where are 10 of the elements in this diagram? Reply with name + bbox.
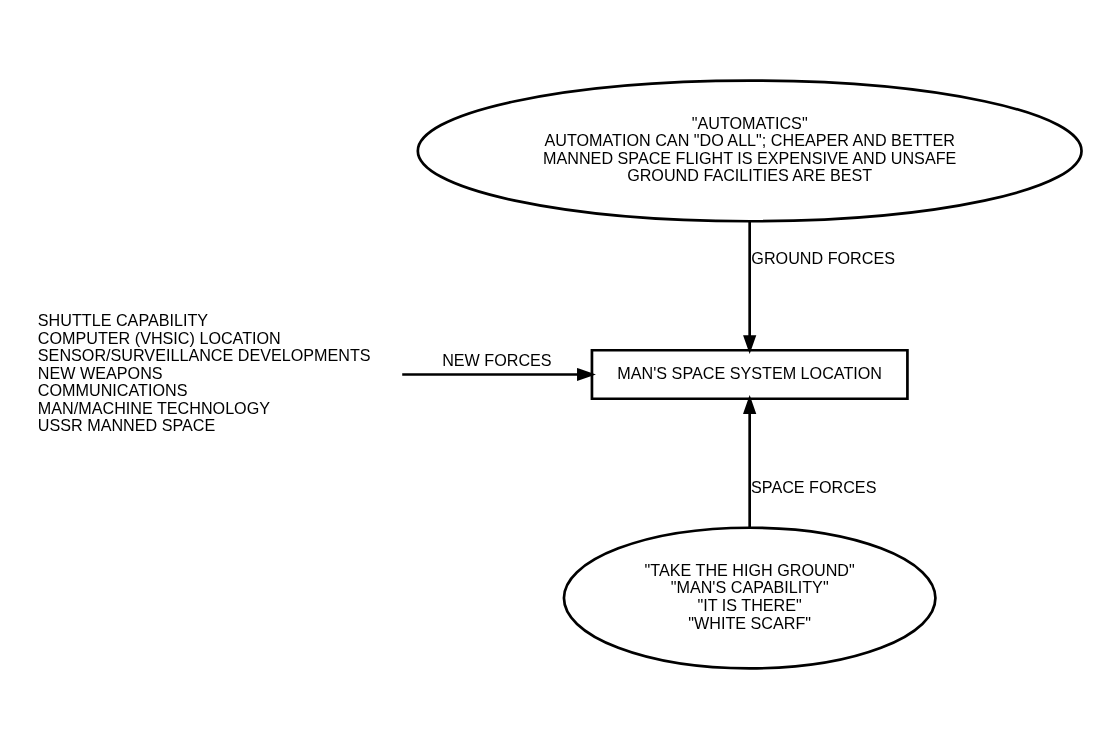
arrow <box>402 367 596 381</box>
node-text: SHUTTLE CAPABILITY COMPUTER (VHSIC) LOCATION SENSOR/SURVEILLANCE DEVELOPMENTS NEW WEAPONS COMMUNICATIONS MAN/MACHINE TECHNOLOGY USSR MANNED SPACE <box>37 310 371 434</box>
edge-label: NEW FORCES <box>442 350 552 369</box>
arrow <box>743 221 757 354</box>
edge-label: SPACE FORCES <box>751 477 877 496</box>
edge-label: GROUND FORCES <box>751 248 895 267</box>
node-box: MAN'S SPACE SYSTEM LOCATION <box>590 348 909 400</box>
node-ellipse: "TAKE THE HIGH GROUND" "MAN'S CAPABILITY" "IT IS THERE" "WHITE SCARF" <box>562 525 937 670</box>
node-ellipse: "AUTOMATICS" AUTOMATION CAN "DO ALL"; CHEAPER AND BETTER MANNED SPACE FLIGHT IS EXPENSIVE AND UNSAFE GROUND FACILITIES ARE BEST <box>416 78 1083 223</box>
arrow <box>743 394 757 527</box>
